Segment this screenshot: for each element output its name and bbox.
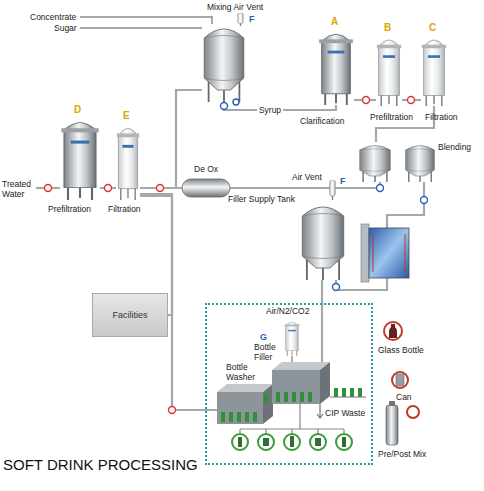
node-label: Prefiltration [48, 204, 91, 214]
pipe [376, 106, 434, 142]
mixing-tank: Mixing Air VentF [202, 22, 246, 102]
pipe [230, 182, 380, 188]
diagram-title: SOFT DRINK PROCESSING [3, 456, 198, 473]
node-label: Bottle Filler [254, 342, 282, 362]
node-label: A [331, 16, 338, 27]
filter-housing: CFiltration [421, 36, 447, 106]
node-label: Filtration [425, 112, 458, 122]
node-label: C [429, 22, 436, 33]
prefilter-housing: DPrefiltration [60, 118, 100, 200]
blending-tanks: Blending [358, 142, 438, 182]
node-label: B [384, 22, 391, 33]
flow-label: Sugar [54, 23, 77, 33]
node-label: De Ox [194, 164, 218, 174]
bottle-filler: Air/N2/CO2GBottle Filler [272, 362, 330, 404]
prefilter-housing: BPrefiltration [376, 36, 402, 106]
node-label: Clarification [300, 116, 344, 126]
node-label: Mixing Air Vent [207, 2, 263, 12]
node-label: CIP Waste [325, 408, 365, 418]
node-label: Bottle Washer [226, 362, 258, 382]
node-label: F [340, 176, 346, 186]
node-label: F [249, 14, 255, 24]
flow-label: Can [396, 392, 412, 402]
node-label: D [74, 104, 81, 115]
pipe [321, 280, 323, 362]
node-label: Facilities [112, 310, 147, 320]
bottling-area: CIP WasteBottle WasherAir/N2/CO2GBottle … [205, 303, 373, 465]
node-label: Filler Supply Tank [228, 194, 295, 204]
node-label: Blending [438, 142, 471, 152]
node-label: E [123, 110, 130, 121]
pipe-label: Syrup [257, 105, 283, 115]
flow-label: Pre/Post Mix [378, 449, 426, 459]
deox-unit: De Ox [182, 178, 230, 198]
filter-housing: EFiltration [116, 124, 140, 200]
node-label: Air Vent [292, 172, 322, 182]
node-label: G [260, 332, 267, 342]
flow-label: Treated Water [2, 179, 36, 199]
filler-supply-tank: Air VentFFiller Supply Tank [300, 200, 346, 280]
bottle-washer: Bottle Washer [217, 384, 273, 424]
clarification-housing: AClarification [318, 30, 354, 105]
flow-label: Concentrate [30, 12, 76, 22]
flow-label: Glass Bottle [378, 345, 424, 355]
node-label: Prefiltration [370, 112, 413, 122]
pipe [140, 90, 202, 188]
node-label: Filtration [108, 204, 141, 214]
facilities-box: Facilities [92, 293, 168, 337]
node-label: Air/N2/CO2 [266, 306, 309, 316]
pipe [336, 182, 424, 290]
